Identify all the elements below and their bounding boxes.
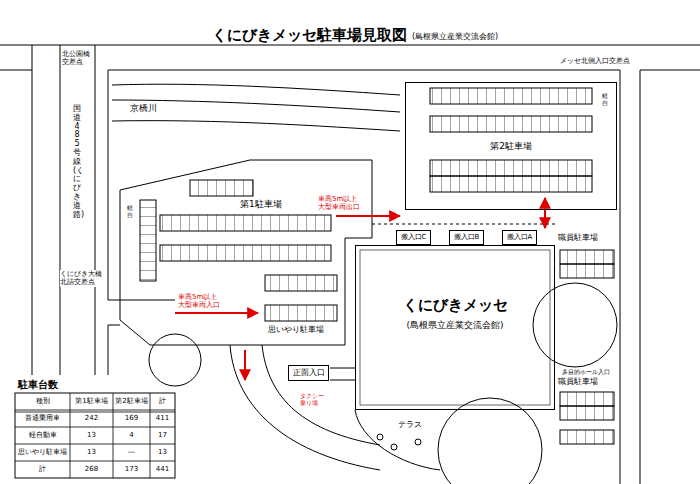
table-cell: 169	[114, 412, 149, 425]
box-label: 搬入口B	[453, 233, 480, 241]
table-cell: 軽自動車	[16, 429, 69, 442]
box-label: 搬入口A	[506, 233, 533, 241]
flow-arrow	[244, 350, 246, 380]
stall-row	[560, 250, 614, 264]
hall-circle	[533, 283, 617, 367]
intersection-name: くにびき大橋北詰交差点	[60, 270, 106, 287]
road-edge	[0, 45, 700, 484]
plaza-circle	[149, 334, 201, 386]
parking-lot: 第2駐車場	[405, 82, 617, 210]
table-cell: 種別	[16, 395, 69, 408]
terrace-name: テラス	[398, 420, 422, 430]
table-cell: 計	[16, 463, 69, 476]
table-frame	[15, 393, 175, 478]
subtitle: (島根県立産業交流会館)	[412, 32, 498, 42]
box-label: 搬入口C	[400, 233, 427, 241]
entrance-arrow	[175, 312, 258, 314]
stall-row	[560, 392, 614, 406]
table-cell: 268	[71, 463, 112, 476]
taxi-note: タクシー乗り場	[300, 392, 326, 406]
stall-row	[560, 430, 614, 444]
driveway	[230, 345, 440, 470]
stall-row	[190, 180, 253, 196]
canopy	[330, 368, 355, 380]
terrace-circle	[438, 398, 542, 484]
entrance-box: 正面入口	[288, 365, 329, 381]
box-label: 第2駐車場	[490, 141, 532, 152]
table-cell: 13	[71, 429, 112, 442]
table-cell: 13	[71, 446, 112, 459]
table-cell: 441	[151, 463, 174, 476]
stall-row	[265, 275, 337, 291]
stall-row	[430, 160, 592, 176]
hall-entrance: 多目的ホール入口	[562, 368, 610, 375]
table-cell: 242	[71, 412, 112, 425]
river-name: 京橋川	[130, 103, 157, 114]
intersection-name: メッセ北側入口交差点	[560, 57, 630, 65]
loading-entrance: 搬入口A	[502, 230, 537, 245]
box-label: くにびきメッセ	[403, 296, 508, 314]
table-heading: 駐車台数	[18, 379, 58, 391]
two-way-arrow	[544, 198, 546, 228]
stall-row	[430, 88, 592, 104]
building: くにびきメッセ (島根県立産業交流会館)	[355, 245, 555, 410]
table-cell: 411	[151, 412, 174, 425]
table-cell: 思いやり駐車場	[16, 446, 69, 459]
entrance-note: 車高5m以上 大型車両入口	[178, 293, 222, 310]
stall-row	[140, 200, 156, 281]
box-label: 正面入口	[292, 368, 325, 378]
stall-row	[160, 245, 331, 261]
table-cell: ―	[114, 446, 149, 459]
accessible-stall-row	[265, 305, 337, 321]
stall-row	[160, 215, 331, 231]
table-cell: 計	[151, 395, 174, 408]
box-label: (島根県立産業交流会館)	[406, 320, 503, 331]
table-cell: 13	[151, 446, 174, 459]
intersection-name: 北公園橋交差点	[62, 50, 92, 67]
building-inner	[360, 250, 550, 405]
table-cell: 4	[114, 429, 149, 442]
tree	[391, 444, 397, 450]
staff-parking: 職員駐車場	[558, 233, 598, 243]
table-grid	[15, 393, 175, 478]
tree	[377, 434, 383, 440]
crosswalk	[372, 224, 555, 225]
river-bank	[112, 84, 400, 131]
stall-row	[560, 264, 614, 278]
stall-row	[430, 176, 592, 192]
tree	[415, 439, 421, 445]
lot-outline	[120, 160, 372, 345]
accessible-parking: 思いやり駐車場	[268, 325, 324, 335]
lot-name: 第1駐車場	[240, 199, 282, 210]
table-cell: 第1駐車場	[71, 395, 112, 408]
stall-row	[430, 116, 592, 132]
loading-entrance: 搬入口B	[449, 230, 484, 245]
road-name: 国道485号線(くにびき道路)	[73, 105, 81, 219]
stall-row	[560, 406, 614, 420]
table-cell: 17	[151, 429, 174, 442]
staff-parking: 職員駐車場	[558, 377, 598, 387]
table-cell: 普通乗用車	[16, 412, 69, 425]
stall-note: 軽自	[602, 93, 608, 106]
loading-entrance: 搬入口C	[396, 230, 431, 245]
stall-note: 軽自	[127, 205, 133, 218]
exit-note: 車高5m以上 大型車両出口	[318, 195, 362, 212]
exit-arrow	[336, 215, 400, 217]
table-cell: 173	[114, 463, 149, 476]
map-title: くにびきメッセ駐車場見取図	[212, 26, 407, 44]
table-cell: 第2駐車場	[114, 395, 149, 408]
